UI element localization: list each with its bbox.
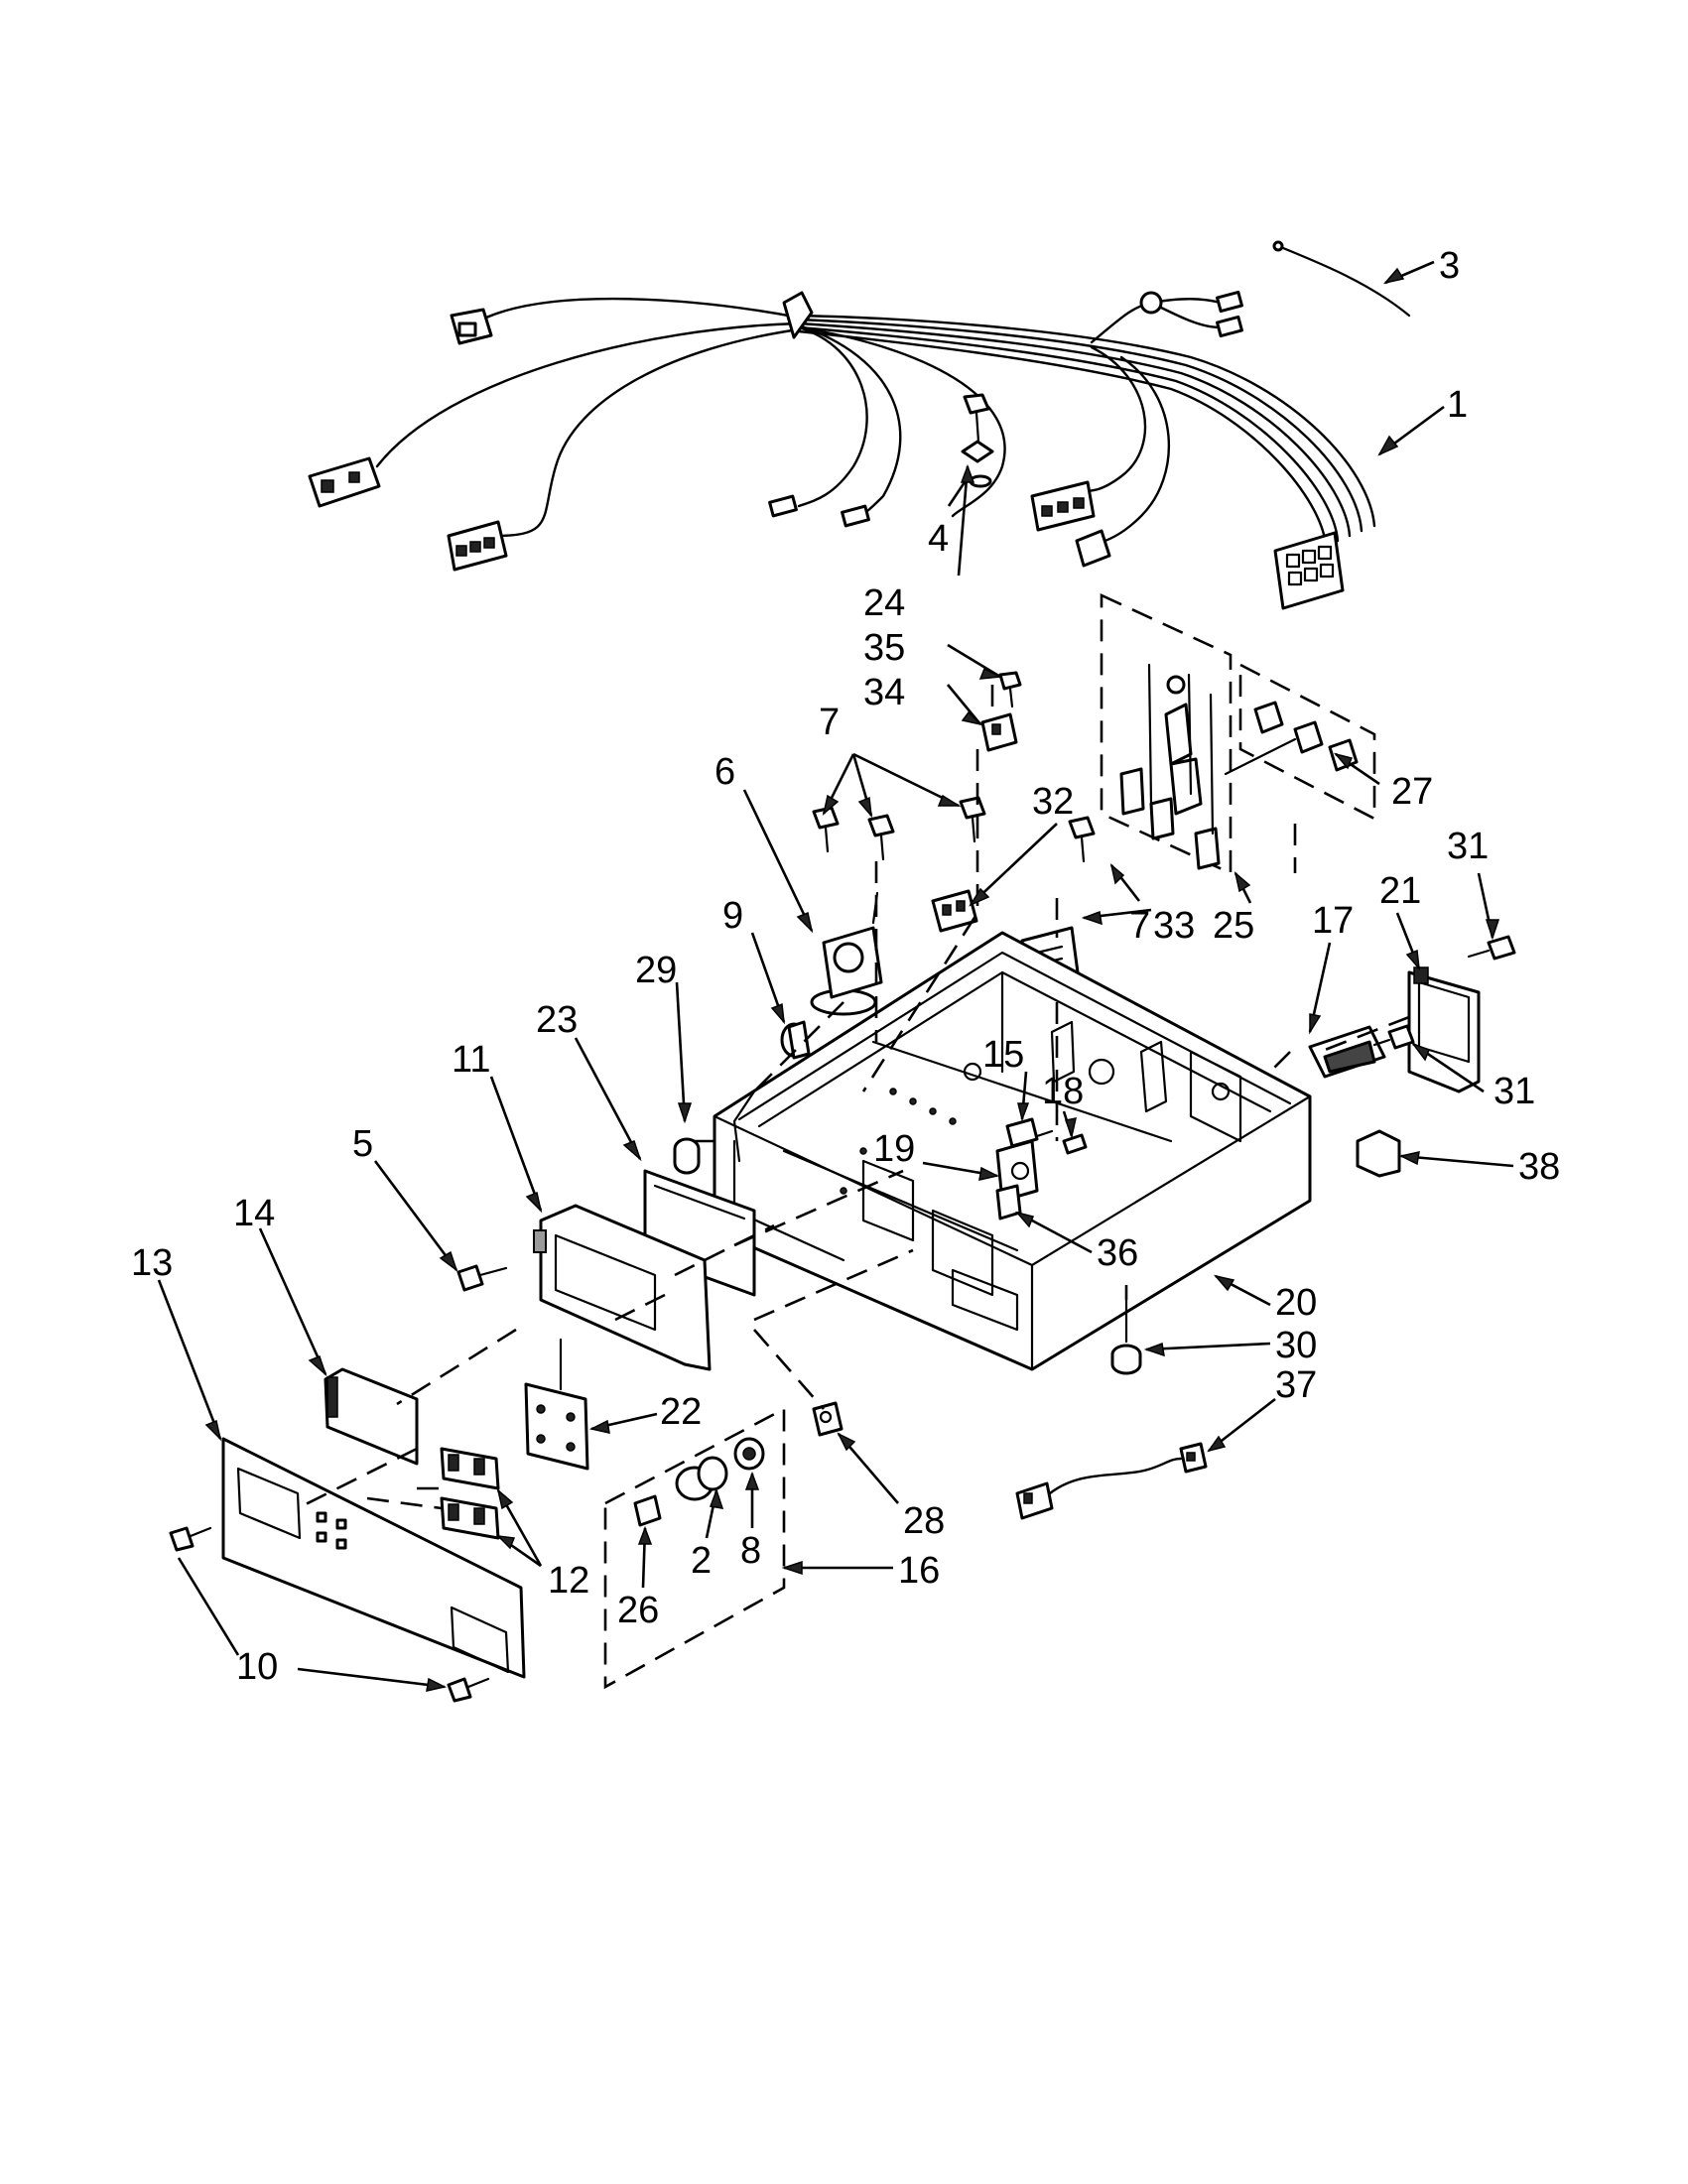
label-28: 28 [903, 1500, 945, 1542]
relay-32 [931, 889, 978, 933]
screw-35 [998, 671, 1022, 708]
label-35: 35 [863, 627, 905, 669]
label-14: 14 [233, 1193, 275, 1234]
wire-harness [308, 290, 1376, 610]
label-7b: 7 [1129, 905, 1150, 947]
front-panel-13 [221, 1437, 526, 1679]
label-31a: 31 [1447, 826, 1489, 867]
screw-5 [456, 1264, 508, 1292]
valve-9 [780, 1020, 811, 1060]
label-15: 15 [982, 1034, 1024, 1076]
label-19: 19 [873, 1128, 915, 1170]
label-21: 21 [1379, 870, 1421, 912]
label-7a: 7 [819, 702, 840, 743]
knob-kit-16 [603, 1406, 786, 1690]
bracket-38 [1356, 1129, 1401, 1178]
label-26: 26 [617, 1590, 659, 1631]
label-16: 16 [898, 1550, 940, 1592]
label-11: 11 [452, 1039, 490, 1081]
label-9: 9 [722, 895, 743, 937]
label-20: 20 [1275, 1282, 1317, 1324]
buttons-12 [440, 1447, 500, 1540]
leader-lines [157, 260, 1514, 1692]
label-17: 17 [1312, 900, 1354, 942]
wire-kit-25 [1100, 592, 1233, 876]
label-22: 22 [660, 1391, 702, 1433]
label-18: 18 [1042, 1071, 1084, 1112]
label-30: 30 [1275, 1325, 1317, 1366]
screw-31b [1372, 1024, 1415, 1050]
screw-4 [961, 393, 994, 488]
label-31b: 31 [1493, 1071, 1535, 1112]
label-37: 37 [1275, 1364, 1317, 1406]
label-29: 29 [635, 950, 677, 991]
bracket-28 [812, 1401, 844, 1437]
label-32: 32 [1032, 781, 1074, 823]
label-8: 8 [740, 1530, 761, 1572]
label-1: 1 [1447, 384, 1468, 426]
switch-15 [1005, 1117, 1054, 1148]
label-6: 6 [714, 751, 735, 793]
part-labels: 3 1 4 24 35 34 7 6 32 27 31 9 7 33 25 21… [131, 245, 1560, 1688]
label-5: 5 [352, 1123, 373, 1165]
relay-34 [980, 712, 1018, 752]
screws-10 [169, 1526, 490, 1703]
bracket-11 [533, 1204, 712, 1371]
label-38: 38 [1518, 1146, 1560, 1188]
label-33: 33 [1153, 905, 1195, 947]
harness-37 [1015, 1442, 1208, 1520]
duct-17 [1308, 1025, 1386, 1079]
label-36: 36 [1097, 1232, 1138, 1274]
bracket-19 [995, 1139, 1039, 1203]
assembly-lines [297, 685, 1410, 1510]
board-22 [524, 1338, 589, 1471]
label-3: 3 [1439, 245, 1460, 287]
pump-6 [810, 891, 883, 1016]
clip-kit-27 [1224, 662, 1376, 822]
label-34: 34 [863, 672, 905, 713]
label-24: 24 [863, 582, 905, 624]
label-25: 25 [1213, 905, 1254, 947]
bracket-21 [1407, 966, 1481, 1093]
nut-30 [1110, 1298, 1142, 1375]
label-2: 2 [691, 1540, 712, 1582]
label-23: 23 [536, 999, 578, 1041]
screw-18 [1062, 1133, 1088, 1155]
display-14 [324, 1367, 419, 1466]
label-4: 4 [928, 518, 949, 560]
label-12: 12 [548, 1560, 589, 1602]
spacer-29 [673, 1137, 701, 1175]
screw-31a [1467, 935, 1516, 961]
label-27: 27 [1391, 771, 1433, 813]
label-10: 10 [236, 1646, 278, 1688]
tie-strap [1276, 244, 1411, 318]
label-13: 13 [131, 1242, 173, 1284]
